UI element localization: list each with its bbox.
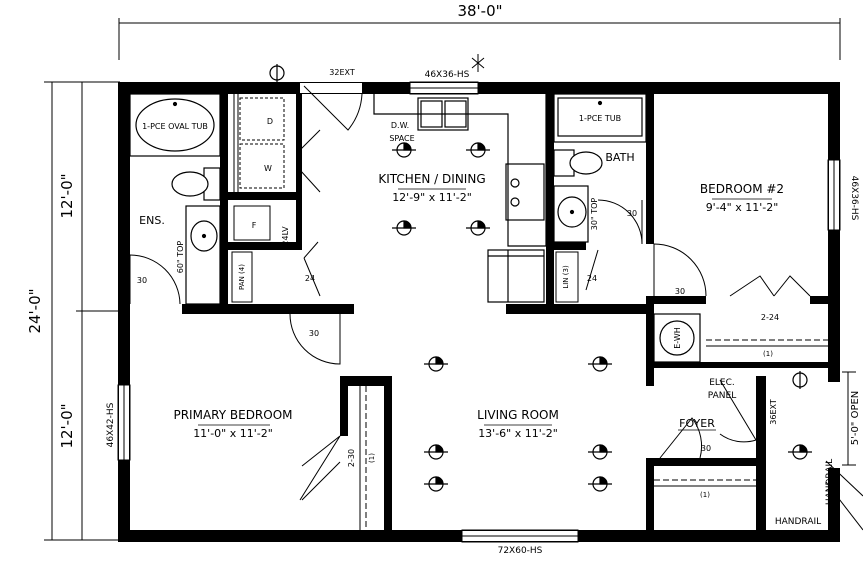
ceiling-light-icon	[424, 476, 448, 492]
living-window-label: 72X60-HS	[498, 546, 543, 556]
linen-label: LIN (3)	[562, 265, 570, 289]
ensuite-top-label: 60" TOP	[176, 241, 185, 274]
windows	[117, 81, 841, 543]
foyer-closet-door-label: 30	[701, 444, 711, 453]
overall-width-dimension	[118, 18, 841, 60]
oval-tub-label: 1-PCE OVAL TUB	[142, 122, 208, 131]
bath-tub-label: 1-PCE TUB	[579, 114, 621, 123]
kitchen-size: 12'-9" x 11'-2"	[392, 191, 472, 204]
bath-label: BATH	[605, 151, 634, 164]
bath-door-label: 30	[627, 209, 637, 218]
laundry-door-label: 2-30	[295, 139, 304, 157]
ensuite-label: ENS.	[139, 214, 165, 227]
primary-name: PRIMARY BEDROOM	[173, 408, 292, 422]
ensuite-toilet-icon	[171, 167, 221, 201]
interior-walls	[182, 94, 830, 530]
ceiling-light-icon	[392, 220, 416, 236]
linen-door-label: 24	[587, 274, 597, 283]
side-opening-label: 5'-0" OPEN	[850, 391, 861, 446]
bath-vanity	[553, 185, 589, 243]
dryer-label: D	[267, 117, 273, 126]
ensuite-vanity	[185, 205, 221, 305]
ceiling-lights	[392, 142, 812, 492]
bath-toilet-icon	[553, 149, 603, 177]
bedroom2-closet-shelf: (1)	[763, 350, 773, 358]
primary-closet-door-label: 2-30	[347, 449, 356, 467]
pantry	[231, 251, 253, 303]
washer-label: W	[264, 164, 272, 173]
handrail-side-label: HANDRAIL	[825, 459, 835, 505]
foyer-label: FOYER	[679, 417, 715, 430]
ext-door-label: 32EXT	[329, 68, 355, 77]
water-heater-icon	[653, 313, 701, 363]
bedroom2-window	[827, 159, 841, 231]
exterior-light-icon	[269, 64, 285, 82]
kitchen-name: KITCHEN / DINING	[378, 172, 485, 186]
bedroom2-name: BEDROOM #2	[700, 182, 784, 196]
kitchen-window-label: 46X36-HS	[425, 70, 470, 80]
water-heater-label: E-WH	[673, 327, 682, 349]
dishwasher-label: D.W.	[391, 121, 409, 130]
ceiling-light-icon	[392, 142, 416, 158]
bedroom2-size: 9'-4" x 11'-2"	[706, 201, 779, 214]
kitchen-window	[409, 81, 479, 95]
living-name: LIVING ROOM	[477, 408, 559, 422]
ceiling-light-icon	[466, 220, 490, 236]
hose-bib-icon	[471, 54, 485, 72]
living-size: 13'-6" x 11'-2"	[478, 427, 558, 440]
kitchen-counter	[373, 94, 547, 303]
oval-tub	[129, 93, 221, 157]
bath-tub	[553, 93, 647, 143]
dishwasher-space-label: SPACE	[389, 134, 414, 143]
primary-window-label: 46X42-HS	[106, 402, 116, 447]
ext36-door-label: 36EXT	[769, 399, 778, 425]
laundry-closet	[233, 94, 285, 192]
ceiling-light-icon	[466, 142, 490, 158]
primary-window	[117, 384, 131, 461]
lv-door-label: 24LV	[281, 226, 290, 246]
door-swings	[129, 85, 811, 501]
primary-door-label: 30	[309, 329, 319, 338]
ceiling-light-icon	[424, 444, 448, 460]
ceiling-light-icon	[588, 444, 612, 460]
ceiling-light-icon	[424, 356, 448, 372]
linen-closet	[555, 251, 579, 303]
living-window	[461, 529, 579, 543]
furnace	[233, 205, 271, 241]
foyer-closet-shelf: (1)	[700, 491, 710, 499]
bedroom2-closet-door-label: 2-24	[761, 313, 779, 322]
ceiling-light-icon	[788, 444, 812, 460]
pantry-label: PAN (4)	[238, 264, 246, 290]
handrail-label: HANDRAIL	[775, 517, 821, 527]
ceiling-light-icon	[588, 476, 612, 492]
overall-width-label: 38'-0"	[457, 2, 502, 20]
exterior-light-icon	[792, 371, 808, 389]
ensuite-door-label: 30	[137, 276, 147, 285]
bath-top-label: 30" TOP	[590, 198, 599, 231]
primary-size: 11'-0" x 11'-2"	[193, 427, 273, 440]
bedroom2-window-label: 46X36-HS	[849, 176, 859, 221]
pantry-door-label: 24	[305, 274, 315, 283]
elec-panel-label-2: PANEL	[708, 391, 736, 401]
overall-depth-dimension	[44, 81, 120, 541]
primary-closet-shelf: (1)	[368, 453, 376, 463]
ceiling-light-icon	[588, 356, 612, 372]
overall-depth-label: 24'-0"	[26, 288, 44, 333]
furnace-label: F	[252, 221, 257, 230]
depth-lower-label: 12'-0"	[58, 403, 76, 448]
bedroom2-door-label: 30	[675, 287, 685, 296]
depth-upper-label: 12'-0"	[58, 173, 76, 218]
